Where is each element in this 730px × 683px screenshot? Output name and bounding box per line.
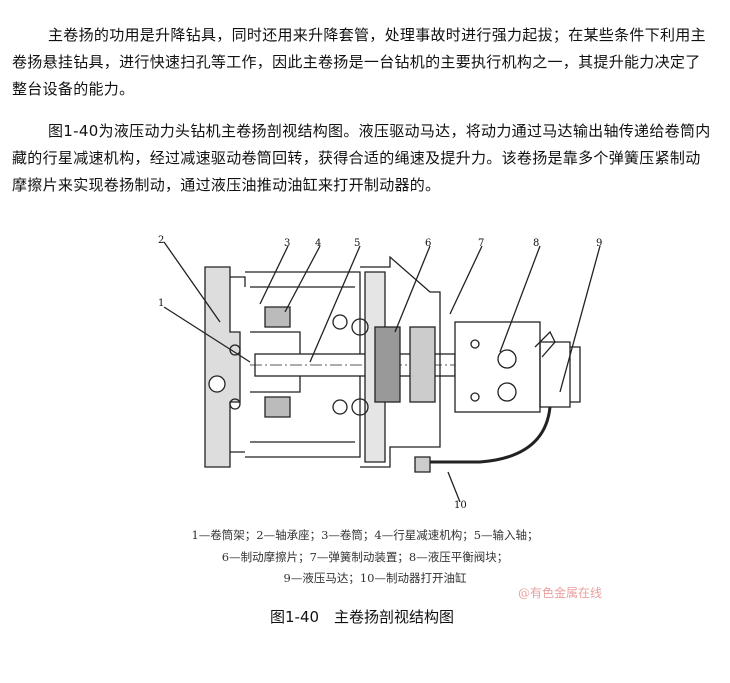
paragraph-2: 图1-40为液压动力头钻机主卷扬剖视结构图。液压驱动马达，将动力通过马达输出轴传… bbox=[12, 122, 711, 194]
callout-3: 3 bbox=[284, 238, 291, 249]
callout-5: 5 bbox=[354, 238, 361, 249]
watermark: @有色金属在线 bbox=[518, 586, 603, 600]
callout-10: 10 bbox=[454, 500, 467, 511]
legend-line-2: 6—制动摩擦片；7—弹簧制动装置；8—液压平衡阀块； bbox=[221, 550, 509, 564]
callout-7: 7 bbox=[478, 238, 485, 249]
callout-6: 6 bbox=[425, 238, 432, 249]
figure-caption: 图1-40 主卷扬剖视结构图 bbox=[270, 608, 455, 626]
callout-8: 8 bbox=[533, 238, 540, 249]
callout-4: 4 bbox=[315, 238, 322, 249]
paragraph-1: 主卷扬的功用是升降钻具，同时还用来升降套管，处理事故时进行强力起拔；在某些条件下… bbox=[12, 26, 706, 98]
legend-line-1: 1—卷筒架；2—轴承座；3—卷筒；4—行星减速机构；5—输入轴； bbox=[191, 528, 539, 542]
legend-line-3: 9—液压马达；10—制动器打开油缸 bbox=[283, 571, 467, 585]
callout-2: 2 bbox=[158, 235, 165, 246]
callout-9: 9 bbox=[596, 238, 603, 249]
drawing-svg bbox=[163, 241, 601, 503]
callout-1: 1 bbox=[158, 298, 165, 309]
winch-section-drawing: 2 3 4 5 6 7 8 9 1 10 bbox=[150, 232, 630, 516]
